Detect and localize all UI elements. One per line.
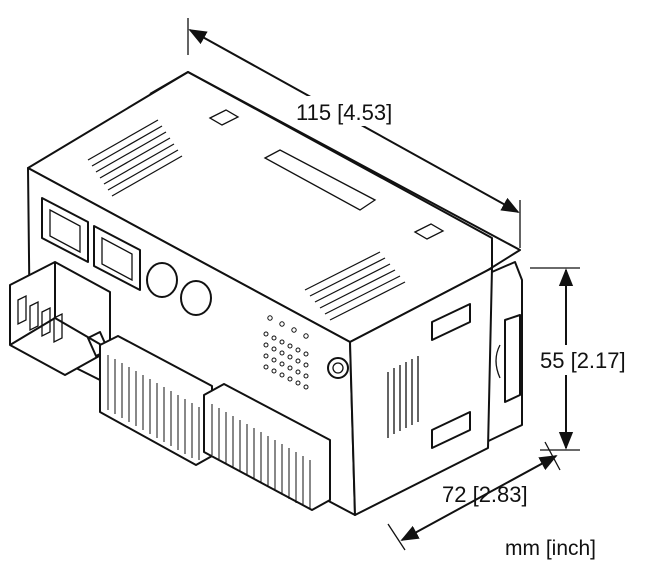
length-dimension-label: 115 [4.53]	[296, 100, 392, 125]
end-face	[349, 267, 493, 516]
vent-grille-icon	[87, 119, 406, 321]
units-label: mm [inch]	[505, 537, 596, 560]
io-terminal-strip-right	[203, 383, 331, 511]
rj45-port-icon	[41, 197, 141, 291]
height-dimension-label: 55 [2.17]	[540, 348, 626, 373]
round-connector-icon	[146, 262, 349, 379]
side-vent-icon	[387, 356, 419, 438]
depth-dimension-label: 72 [2.83]	[442, 482, 528, 507]
led-indicator-grid	[263, 315, 309, 390]
side-latch-icon	[431, 303, 471, 449]
